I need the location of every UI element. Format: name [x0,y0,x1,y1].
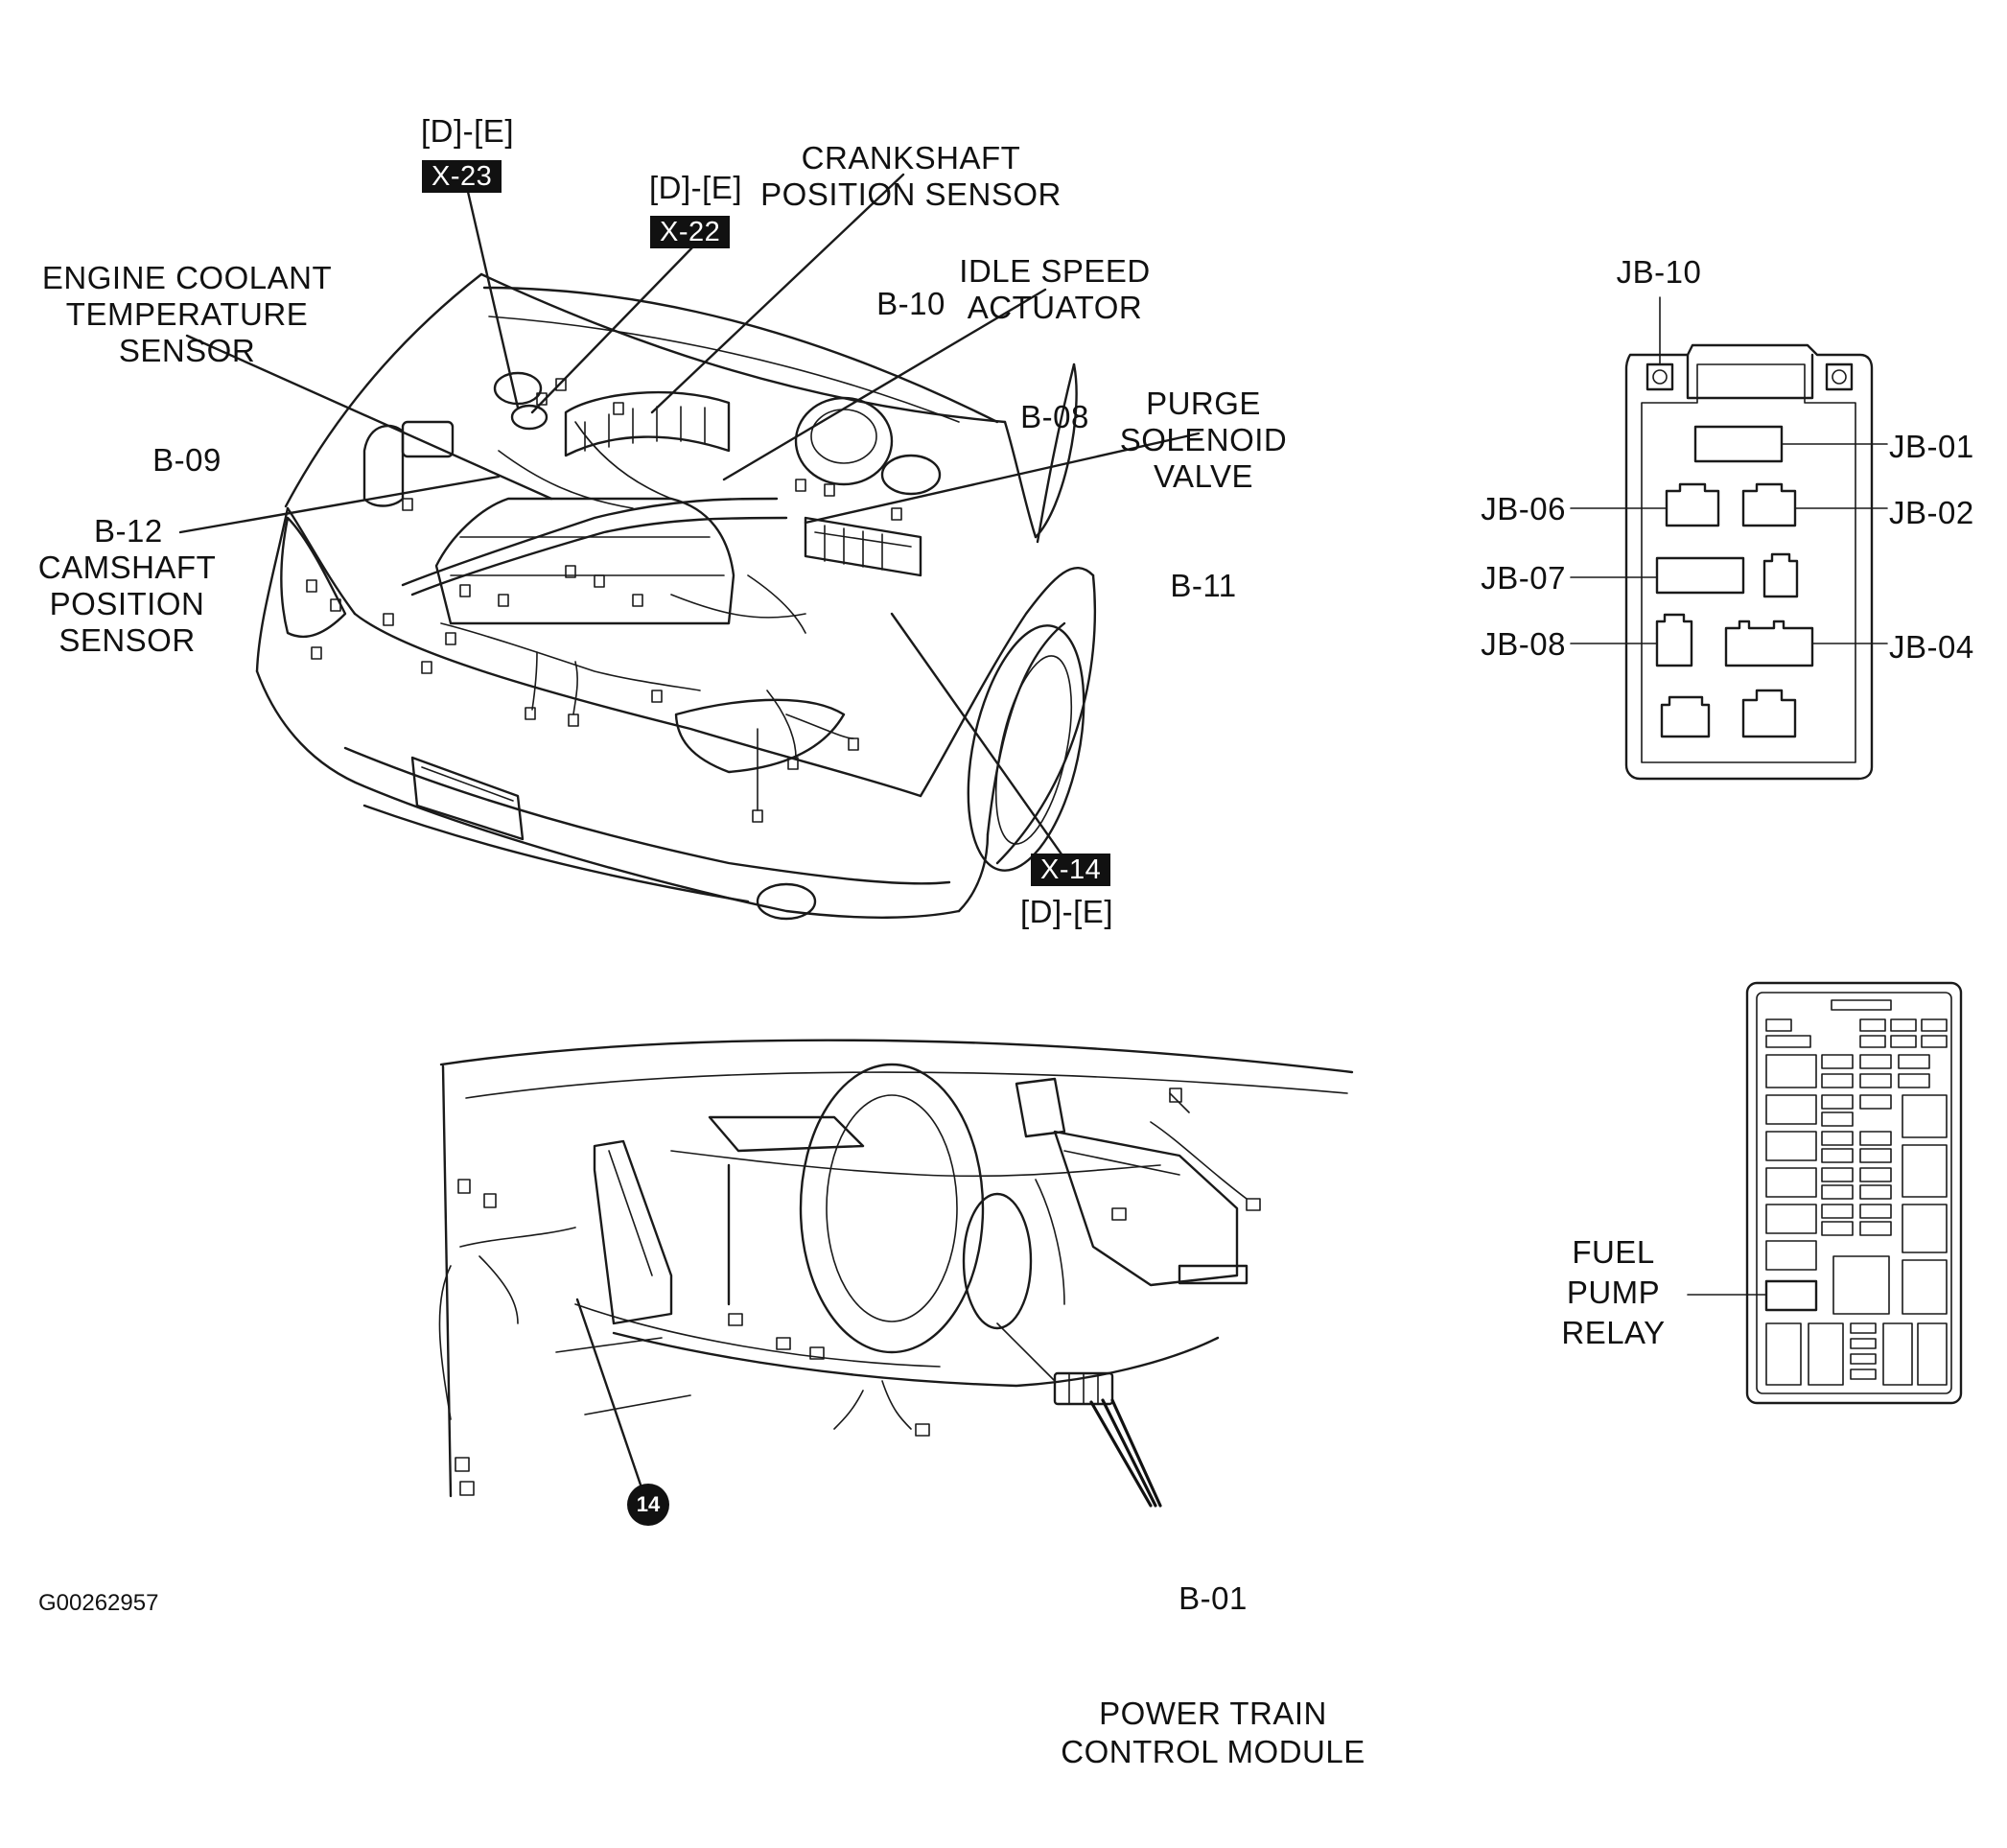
ckp-sensor-code: B-10 [876,286,945,321]
jb-07-label: JB-07 [1481,560,1566,596]
purge-solenoid-valve-label: PURGE SOLENOID VALVE B-11 [1103,313,1304,677]
jb-06-label: JB-06 [1481,491,1566,526]
idle-speed-actuator-label: IDLE SPEED ACTUATOR B-08 [935,180,1175,508]
pcm-code: B-01 [1179,1580,1248,1616]
jb-02-label: JB-02 [1889,495,1974,530]
x14-range-label: [D]-[E] [1019,894,1113,929]
x23-range-label: [D]-[E] [420,113,514,149]
jb-08-label: JB-08 [1481,626,1566,662]
engine-coolant-temperature-sensor-label: ENGINE COOLANT TEMPERATURE SENSOR B-09 [29,187,345,551]
x22-range-label: [D]-[E] [648,170,742,205]
ect-sensor-name: ENGINE COOLANT TEMPERATURE SENSOR [41,260,333,368]
isa-code: B-08 [1020,399,1089,434]
x23-connector-tag: X-23 [422,160,502,193]
fuse-box-drawing [1687,981,1963,1405]
x14-connector-tag: X-14 [1031,854,1111,886]
camshaft-position-sensor-name: CAMSHAFT POSITION SENSOR [37,550,217,658]
isa-name: IDLE SPEED ACTUATOR [959,253,1151,325]
crankshaft-position-sensor-label: CRANKSHAFT POSITION SENSOR B-10 [748,67,1074,395]
psv-code: B-11 [1170,568,1237,603]
car-front-drawing [255,272,1097,921]
dashboard-drawing [438,1039,1354,1508]
component-location-diagram: ENGINE COOLANT TEMPERATURE SENSOR B-09 [… [29,67,1974,1769]
figure-id: G00262957 [38,1590,159,1616]
fuel-pump-relay-label: FUEL PUMP RELAY [1561,1234,1666,1350]
junction-block-drawing [1570,296,1888,781]
engine-leader-lines [178,173,1201,860]
power-train-control-module-label: B-01 POWER TRAIN CONTROL MODULE [1040,1503,1386,1848]
line-art [178,173,1963,1508]
x22-connector-tag: X-22 [650,216,731,248]
psv-name: PURGE SOLENOID VALVE [1119,386,1288,494]
camshaft-position-sensor-code: B-12 [94,513,163,549]
pcm-name: POWER TRAIN CONTROL MODULE [1061,1696,1365,1769]
jb-10-label: JB-10 [1616,254,1702,290]
jb-01-label: JB-01 [1889,429,1974,464]
ect-sensor-code: B-09 [152,442,222,478]
ground-point-14-badge: 14 [627,1484,669,1526]
ckp-sensor-name: CRANKSHAFT POSITION SENSOR [760,140,1062,212]
jb-04-label: JB-04 [1889,629,1974,665]
